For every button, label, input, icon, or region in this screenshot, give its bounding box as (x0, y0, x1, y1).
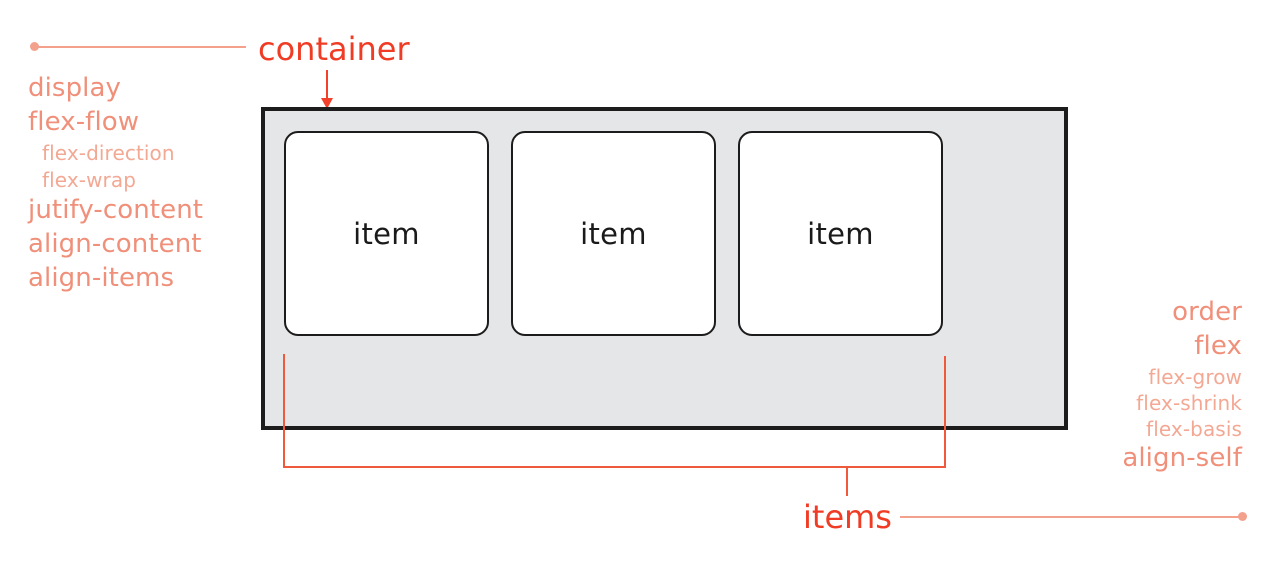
items-label: items (803, 498, 892, 536)
property-flex-flow: flex-flow (28, 107, 140, 137)
property-flex: flex (1194, 331, 1242, 361)
container-leader-line (38, 46, 246, 48)
property-align-content: align-content (28, 229, 202, 259)
flex-item-label: item (580, 216, 647, 251)
property-display: display (28, 73, 122, 103)
items-leader-line (900, 516, 1240, 518)
item-properties-list: order flex flex-grow flex-shrink flex-ba… (1122, 299, 1242, 479)
container-leader-dot (30, 42, 39, 51)
container-properties-list: display flex-flow flex-direction flex-wr… (28, 75, 203, 299)
property-justify-content: jutify-content (28, 195, 204, 225)
flex-item-3: item (738, 131, 943, 336)
container-label: container (258, 30, 410, 68)
property-align-items: align-items (28, 263, 175, 293)
property-flex-wrap: flex-wrap (42, 168, 137, 192)
property-flex-direction: flex-direction (42, 141, 175, 165)
property-flex-grow: flex-grow (1148, 365, 1242, 389)
flex-container-box: item item item (261, 107, 1068, 430)
flex-item-1: item (284, 131, 489, 336)
flex-item-label: item (807, 216, 874, 251)
property-align-self: align-self (1122, 443, 1242, 473)
items-bracket-bar (283, 466, 946, 468)
items-leader-dot (1238, 512, 1247, 521)
items-bracket-right-leg (944, 356, 946, 468)
property-flex-basis: flex-basis (1146, 417, 1242, 441)
arrow-down-head-icon (321, 98, 333, 109)
property-flex-shrink: flex-shrink (1136, 391, 1242, 415)
property-order: order (1172, 297, 1242, 327)
arrow-down-icon (326, 70, 328, 102)
items-bracket-left-leg (283, 354, 285, 468)
flex-item-label: item (353, 216, 420, 251)
flex-item-2: item (511, 131, 716, 336)
items-bracket-stem (846, 466, 848, 496)
